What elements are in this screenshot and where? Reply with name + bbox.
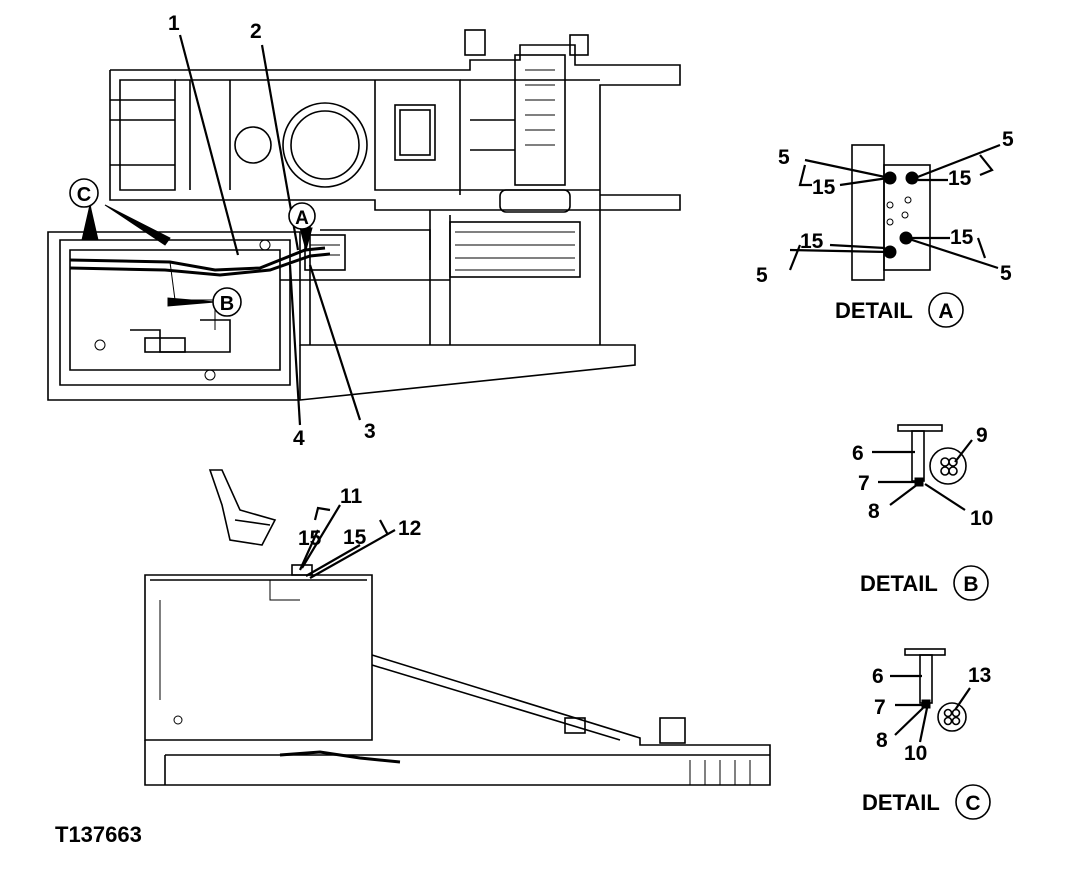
circle-letter-b: B bbox=[212, 287, 242, 317]
svg-text:11: 11 bbox=[340, 485, 363, 508]
tank-leader-lines bbox=[298, 504, 396, 579]
svg-text:6: 6 bbox=[852, 442, 864, 465]
svg-text:C: C bbox=[77, 184, 91, 206]
detail-b-drawing bbox=[872, 424, 973, 511]
svg-text:15: 15 bbox=[298, 527, 322, 550]
svg-text:6: 6 bbox=[872, 665, 884, 688]
svg-text:DETAIL: DETAIL bbox=[862, 790, 940, 815]
svg-text:5: 5 bbox=[756, 264, 768, 287]
svg-text:DETAIL: DETAIL bbox=[860, 571, 938, 596]
svg-text:8: 8 bbox=[868, 500, 880, 523]
detail-c-label: DETAIL C bbox=[862, 784, 991, 820]
svg-text:15: 15 bbox=[948, 167, 972, 190]
callout-2: 2 bbox=[250, 20, 262, 43]
svg-text:5: 5 bbox=[778, 146, 790, 169]
svg-text:9: 9 bbox=[976, 424, 988, 447]
svg-text:13: 13 bbox=[968, 664, 991, 687]
svg-text:12: 12 bbox=[398, 517, 421, 540]
svg-text:B: B bbox=[963, 573, 978, 596]
svg-text:15: 15 bbox=[950, 226, 974, 249]
svg-text:15: 15 bbox=[812, 176, 836, 199]
detail-a-callouts: 5 15 5 15 15 5 15 5 bbox=[756, 128, 1014, 287]
svg-text:A: A bbox=[938, 300, 953, 323]
svg-text:5: 5 bbox=[1002, 128, 1014, 151]
detail-a-label: DETAIL A bbox=[835, 292, 964, 328]
svg-text:7: 7 bbox=[874, 696, 886, 719]
circle-letter-c: C bbox=[69, 178, 99, 208]
svg-text:15: 15 bbox=[343, 526, 367, 549]
detail-b-label: DETAIL B bbox=[860, 565, 989, 601]
main-leader-lines bbox=[81, 34, 362, 426]
svg-text:8: 8 bbox=[876, 729, 888, 752]
svg-text:5: 5 bbox=[1000, 262, 1012, 285]
tank-callouts: 11 15 15 12 bbox=[298, 485, 421, 550]
detail-a-drawing bbox=[788, 143, 1001, 281]
callout-3: 3 bbox=[364, 420, 376, 443]
figure-id: T137663 bbox=[55, 822, 142, 847]
svg-text:15: 15 bbox=[800, 230, 824, 253]
svg-text:C: C bbox=[965, 792, 980, 815]
svg-text:10: 10 bbox=[970, 507, 993, 530]
circle-letter-a: A bbox=[288, 202, 316, 230]
svg-text:B: B bbox=[220, 293, 234, 315]
callout-1: 1 bbox=[168, 12, 180, 35]
detail-b-callouts: 6 9 7 8 10 bbox=[852, 424, 993, 530]
detail-c-callouts: 6 13 7 8 10 bbox=[872, 664, 991, 765]
svg-text:DETAIL: DETAIL bbox=[835, 298, 913, 323]
detail-c-drawing bbox=[890, 648, 971, 743]
callout-4: 4 bbox=[293, 427, 305, 450]
svg-text:7: 7 bbox=[858, 472, 870, 495]
svg-text:10: 10 bbox=[904, 742, 927, 765]
tank-side-view-drawing bbox=[144, 469, 771, 786]
svg-text:A: A bbox=[295, 208, 309, 229]
main-frame-drawing bbox=[47, 29, 681, 401]
